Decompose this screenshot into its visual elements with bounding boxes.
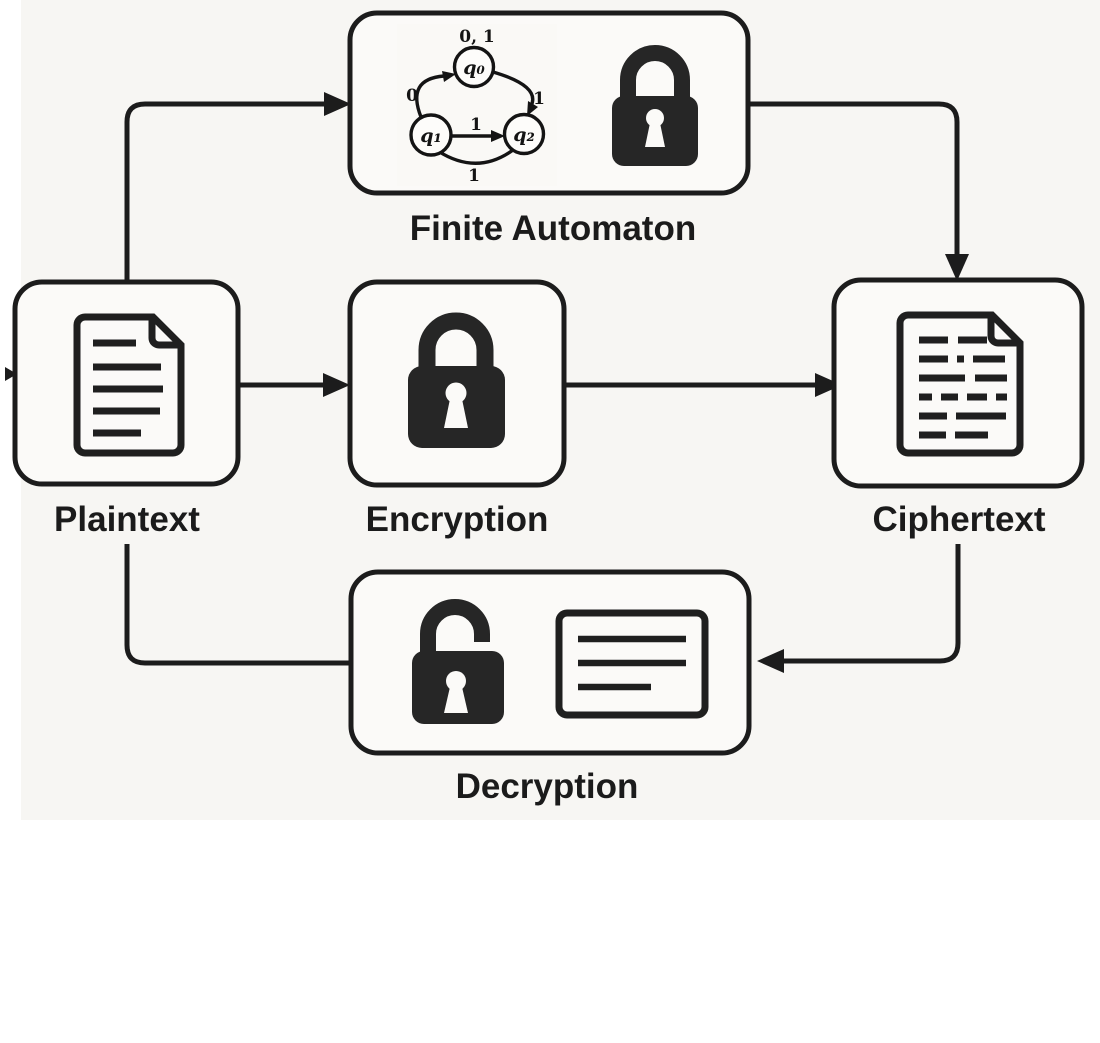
keyhole-icon [645, 123, 665, 147]
state-q2 [502, 112, 546, 156]
transition-q1-q2-label: 1 [470, 115, 482, 135]
node-ciphertext: Ciphertext [831, 277, 1085, 539]
node-encryption: Encryption [347, 279, 567, 539]
keyhole-icon [444, 687, 468, 713]
stray-arrow-mark [5, 367, 17, 381]
arrowhead-right-icon [323, 373, 350, 397]
transition-q0-q2-label: 1 [533, 89, 545, 109]
document-fold [148, 318, 179, 349]
state-q0 [452, 45, 496, 89]
finite-automaton-label: Finite Automaton [410, 209, 696, 248]
arrowhead-down-icon [945, 254, 969, 281]
transition-q0-q2 [492, 70, 535, 107]
plaintext-label: Plaintext [54, 500, 200, 539]
arrowhead-left-icon [757, 649, 784, 673]
state-q0-label: q₀ [463, 57, 485, 79]
ciphertext-label: Ciphertext [872, 500, 1045, 539]
node-plaintext: Plaintext [12, 279, 241, 539]
state-q1 [409, 113, 453, 157]
transition-q1-q0-label: 0 [406, 86, 418, 106]
edge-decryption-to-plaintext [124, 544, 352, 666]
transition-q1-q2-bottom-label: 1 [468, 166, 480, 186]
arrowhead-icon [491, 130, 505, 142]
lock-shackle [620, 45, 690, 102]
document-cipher-icon [896, 311, 1024, 457]
node-finite-automaton: q₀ q₁ q₂ 0, 1 0 1 1 1 Finite Automaton [347, 10, 751, 248]
document-text-icon [73, 313, 185, 457]
arrowhead-right-icon [324, 92, 351, 116]
document-outline [896, 311, 1024, 457]
encryption-label: Encryption [366, 500, 549, 539]
edge-plaintext-to-automaton [124, 101, 327, 282]
lock-closed-icon [408, 312, 505, 448]
arrowhead-icon [527, 101, 538, 116]
lock-shackle-open [420, 599, 490, 655]
decryption-label: Decryption [456, 767, 639, 806]
annotation-q0-label: 0, 1 [459, 27, 495, 47]
arrowhead-right-icon [815, 373, 842, 397]
lock-shackle [418, 312, 494, 374]
keyhole-icon [446, 671, 466, 691]
edge-automaton-to-ciphertext [748, 101, 960, 257]
note-card-icon [555, 609, 709, 719]
keyhole-icon [646, 109, 664, 127]
document-fold [987, 316, 1018, 347]
node-decryption: Decryption [348, 569, 752, 806]
keyhole-icon [445, 382, 467, 404]
transition-q1-q2-bottom [437, 148, 514, 165]
lock-open-icon [412, 599, 504, 724]
automaton-diagram: q₀ q₁ q₂ 0, 1 0 1 1 1 [397, 24, 557, 186]
document-outline [73, 313, 185, 457]
lock-closed-icon [612, 45, 698, 166]
transition-q1-q0 [415, 74, 445, 118]
arrowhead-icon [442, 71, 456, 82]
connectors [5, 92, 969, 673]
state-q2-label: q₂ [513, 124, 535, 146]
edge-ciphertext-to-decryption [784, 544, 961, 664]
note-card-outline [555, 609, 709, 719]
decryption-box [348, 569, 752, 756]
keyhole-icon [444, 399, 468, 428]
state-q1-label: q₁ [420, 125, 442, 147]
